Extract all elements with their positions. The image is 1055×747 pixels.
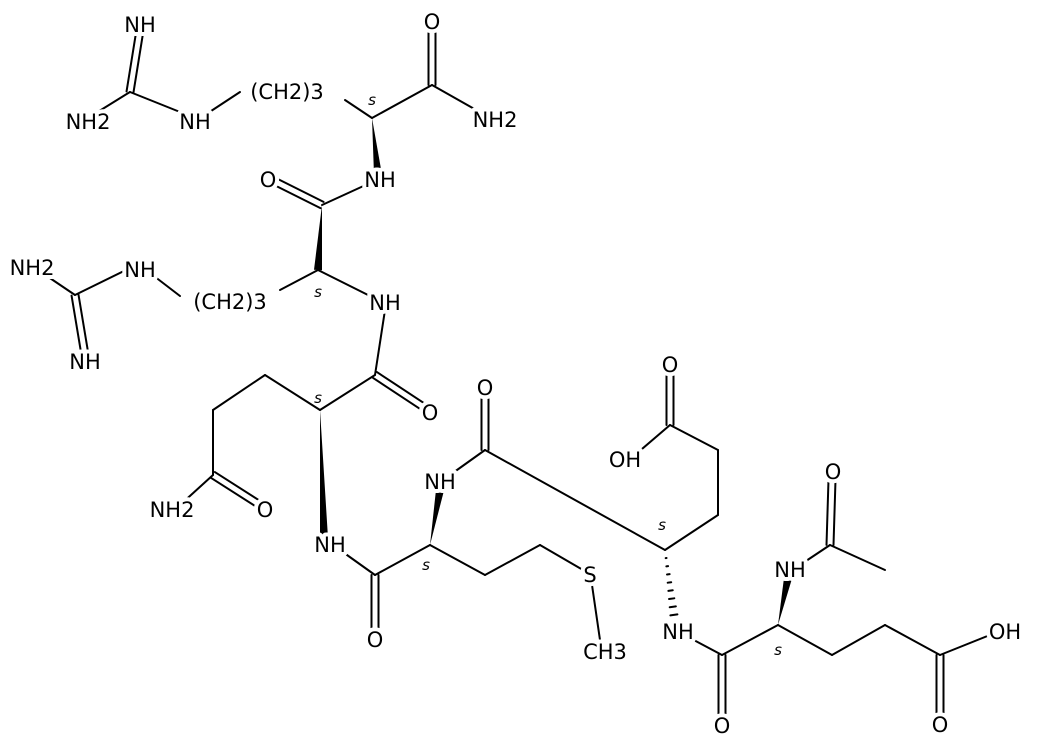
- stereo-label: s: [314, 389, 322, 407]
- single-bond: [374, 544, 431, 576]
- single-bond: [689, 637, 723, 656]
- double-bond: [372, 376, 425, 412]
- atom-label: O: [825, 460, 842, 484]
- double-bond: [70, 294, 83, 357]
- hash-bond: [667, 589, 674, 592]
- double-bond: [132, 29, 145, 94]
- stereo-label: s: [368, 91, 376, 109]
- single-bond: [484, 544, 541, 576]
- atom-label: NH: [424, 470, 456, 494]
- atom-label: O: [422, 401, 439, 425]
- hash-bond: [668, 597, 676, 601]
- single-bond: [37, 269, 76, 296]
- single-bond: [204, 91, 241, 116]
- single-bond: [777, 624, 833, 656]
- double-bond: [832, 479, 837, 547]
- double-bond: [825, 478, 830, 546]
- single-bond: [344, 99, 373, 119]
- single-bond: [264, 374, 321, 411]
- atom-label: OH: [989, 620, 1021, 644]
- single-bond: [374, 309, 386, 376]
- single-bond: [212, 374, 266, 411]
- single-bond: [449, 449, 486, 476]
- single-bond: [831, 624, 886, 656]
- single-bond: [669, 424, 719, 451]
- hash-bond: [669, 613, 679, 617]
- atom-label: O: [714, 714, 731, 738]
- atom-label: NH2: [150, 498, 195, 522]
- wedge-bond: [314, 205, 322, 271]
- single-bond: [179, 474, 214, 506]
- atom-label: NH: [69, 350, 101, 374]
- stereo-label: s: [658, 516, 666, 534]
- single-bond: [74, 267, 131, 296]
- stereo-label: s: [774, 641, 782, 659]
- single-bond: [484, 449, 666, 551]
- single-bond: [317, 269, 379, 301]
- wedge-bond: [430, 489, 444, 545]
- bonds: [37, 28, 991, 719]
- atom-label: OH: [609, 448, 641, 472]
- single-bond: [339, 549, 376, 576]
- atom-label: O: [367, 628, 384, 652]
- atom-label: NH: [662, 620, 694, 644]
- atom-label: CH3: [583, 640, 627, 664]
- single-bond: [721, 624, 779, 656]
- single-bond: [799, 544, 831, 566]
- stereo-label: s: [314, 283, 322, 301]
- single-bond: [87, 91, 131, 119]
- atom-label: (CH2)3: [193, 290, 267, 314]
- atom-label: NH: [124, 258, 156, 282]
- single-bond: [431, 84, 486, 116]
- wedge-bond: [778, 577, 792, 625]
- single-bond: [321, 182, 371, 206]
- atom-label: O: [260, 168, 277, 192]
- single-bond: [429, 544, 486, 576]
- atom-label: NH: [124, 13, 156, 37]
- atom-label: O: [932, 713, 949, 737]
- single-bond: [664, 514, 719, 551]
- atom-label: NH2: [66, 110, 111, 134]
- double-bond: [272, 175, 325, 203]
- atom-label: (CH2)3: [250, 80, 324, 104]
- double-bond: [125, 28, 138, 93]
- double-bond: [210, 476, 260, 509]
- hash-bond: [668, 605, 677, 609]
- atom-label: S: [583, 563, 596, 587]
- double-bond: [213, 471, 263, 504]
- wedge-bond: [372, 118, 382, 176]
- atom-label: NH2: [473, 108, 518, 132]
- double-bond: [77, 293, 90, 356]
- double-bond: [375, 371, 428, 407]
- atom-label: NH: [774, 558, 806, 582]
- single-bond: [149, 272, 181, 297]
- stereo-label: s: [422, 556, 430, 574]
- atom-label: O: [424, 10, 441, 34]
- single-bond: [591, 584, 601, 641]
- single-bond: [279, 269, 319, 291]
- stereo-labels: s s s s s s: [314, 91, 782, 659]
- single-bond: [319, 374, 376, 411]
- atom-label: NH: [179, 110, 211, 134]
- single-bond: [129, 91, 196, 119]
- single-bond: [884, 624, 941, 656]
- atom-label: O: [257, 498, 274, 522]
- single-bond: [634, 424, 671, 456]
- atom-label: O: [662, 353, 679, 377]
- wedge-bond: [320, 410, 328, 539]
- single-bond: [539, 544, 584, 571]
- atom-label: NH: [364, 168, 396, 192]
- atom-label: NH: [314, 533, 346, 557]
- single-bond: [829, 544, 886, 571]
- atom-label: NH2: [10, 256, 55, 280]
- double-bond: [269, 182, 322, 210]
- atom-label: NH: [369, 291, 401, 315]
- single-bond: [939, 634, 991, 656]
- single-bond: [371, 84, 433, 119]
- atom-label: O: [477, 376, 494, 400]
